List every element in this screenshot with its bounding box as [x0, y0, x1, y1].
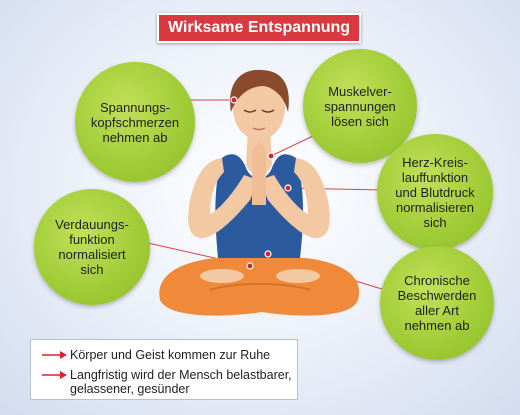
benefit-bubble-digestion: Verdauungs- funktion normalisiert sich — [34, 189, 150, 305]
leader-line-shoulder — [270, 134, 316, 157]
praying-hands — [252, 140, 266, 205]
marker-head — [230, 96, 238, 104]
legend-text: Langfristig wird der Mensch belastbarer,… — [70, 368, 292, 396]
pants-shape — [159, 256, 360, 316]
benefit-text: Chronische Beschwerden aller Art nehmen … — [397, 273, 477, 333]
left-arm — [188, 158, 258, 239]
benefit-text: Herz-Kreis- lauffunktion und Blutdruck n… — [395, 154, 475, 230]
tank-top — [215, 154, 304, 258]
marker-lap — [264, 250, 272, 258]
legend-text: Körper und Geist kommen zur Ruhe — [70, 348, 271, 362]
benefit-text: Spannungs- kopfschmerzen nehmen ab — [90, 99, 180, 145]
red-arrow-icon — [42, 371, 67, 379]
left-foot — [200, 269, 244, 283]
red-arrow-icon — [42, 351, 67, 359]
legend-item: Körper und Geist kommen zur Ruhe — [40, 348, 270, 362]
marker-chest — [284, 184, 292, 192]
benefit-text: Verdauungs- funktion normalisiert sich — [55, 217, 129, 277]
closed-eyes — [243, 109, 275, 113]
benefit-text: Muskelver- spannungen lösen sich — [324, 83, 396, 129]
right-arm — [260, 158, 330, 239]
right-foot — [276, 269, 320, 283]
legend-item: Langfristig wird der Mensch belastbarer,… — [40, 368, 292, 396]
mouth — [252, 127, 266, 131]
marker-shoulder — [267, 152, 275, 160]
legend-box: Körper und Geist kommen zur Ruhe Langfri… — [30, 339, 298, 400]
pants-fold — [209, 283, 311, 291]
benefit-bubble-muscle: Muskelver- spannungen lösen sich — [303, 49, 417, 163]
leader-line-chest — [287, 187, 384, 191]
marker-belly — [246, 262, 254, 270]
benefit-bubble-circulation: Herz-Kreis- lauffunktion und Blutdruck n… — [377, 134, 493, 250]
benefit-bubble-headache: Spannungs- kopfschmerzen nehmen ab — [75, 62, 195, 182]
hair — [230, 69, 289, 112]
benefit-bubble-chronic: Chronische Beschwerden aller Art nehmen … — [380, 246, 494, 360]
marker-dots — [230, 96, 292, 270]
face — [233, 76, 285, 140]
page-title: Wirksame Entspannung — [157, 13, 361, 43]
